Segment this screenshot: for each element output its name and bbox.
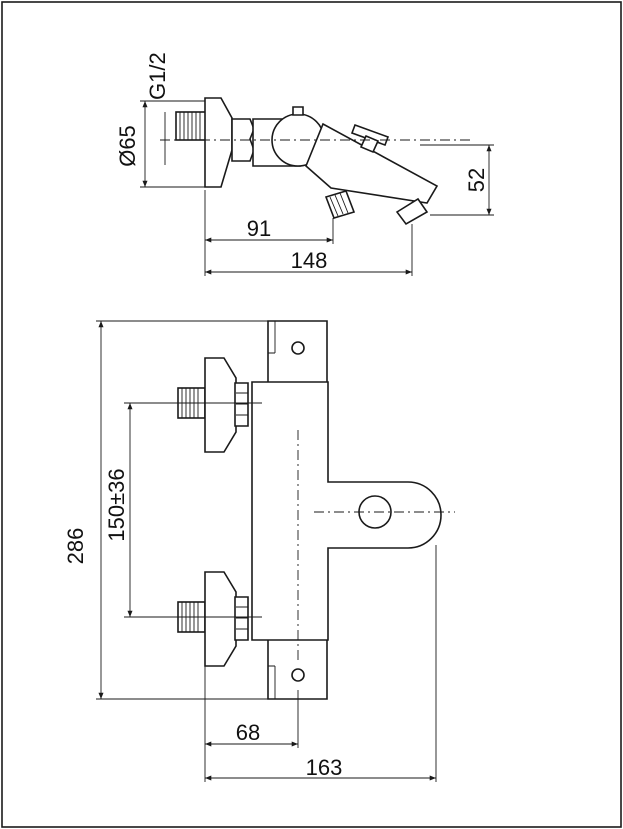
inlet-flange: [204, 97, 233, 188]
dim-height-label: 286: [63, 528, 88, 565]
dim-outlet-height-label: 52: [464, 168, 489, 192]
inlet-thread: [175, 111, 207, 141]
front-view: 286 150±36 68 163: [63, 320, 455, 782]
upper-inlet: [177, 357, 249, 453]
main-body: [251, 381, 442, 641]
lower-inlet: [177, 571, 249, 667]
dim-overall-width-label: 163: [306, 755, 343, 780]
dim-thread-label: G1/2: [145, 52, 170, 100]
dim-overall-depth-label: 148: [291, 248, 328, 273]
dim-inlet-to-diverter-label: 91: [247, 216, 271, 241]
top-view: G1/2 Ø65 52 91 148: [115, 52, 494, 276]
dim-diameter-label: Ø65: [115, 125, 140, 167]
outlet-aerator: [395, 197, 429, 226]
shower-outlet: [324, 190, 356, 219]
bath-spout: [305, 122, 439, 204]
dim-inlet-spacing-label: 150±36: [104, 468, 129, 541]
dim-body-offset-label: 68: [236, 720, 260, 745]
diverter-knob: [350, 123, 390, 147]
top-bracket: [267, 320, 328, 384]
